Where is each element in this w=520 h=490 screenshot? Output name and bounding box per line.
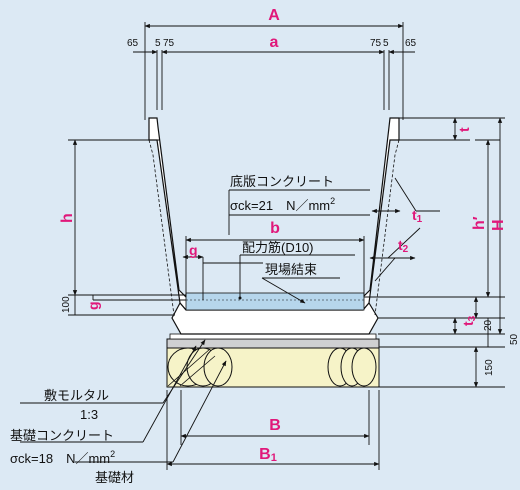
dim-65-right: 65 bbox=[405, 38, 417, 49]
label-base-sigma: σck=18 N／mm2 bbox=[10, 449, 115, 466]
u-channel-body bbox=[148, 117, 400, 311]
base-material-layer bbox=[166, 346, 380, 388]
dim-g-bottom: g bbox=[85, 301, 101, 310]
dim-150: 150 bbox=[484, 359, 495, 376]
right-dimension-lines bbox=[364, 117, 505, 388]
mortar-layer bbox=[169, 333, 377, 340]
dim-100: 100 bbox=[61, 296, 72, 313]
dim-B: B bbox=[269, 417, 281, 434]
base-concrete-layer bbox=[166, 338, 380, 349]
dim-75-right: 75 bbox=[370, 38, 382, 49]
slab-callout-lines bbox=[228, 189, 370, 304]
lower-callout-lines bbox=[20, 339, 380, 470]
label-base-material: 基礎材 bbox=[95, 470, 134, 485]
dim-t1: t1 bbox=[412, 207, 423, 225]
label-base-concrete: 基礎コンクリート bbox=[10, 428, 114, 443]
dim-A: A bbox=[268, 7, 280, 24]
label-rebar: 配力筋(D10) bbox=[242, 240, 314, 255]
dim-t: t bbox=[456, 127, 472, 132]
slab-concrete-fill bbox=[185, 292, 365, 311]
dim-b: b bbox=[270, 220, 280, 237]
dim-20: 20 bbox=[483, 319, 494, 331]
dim-5-right: 5 bbox=[383, 38, 389, 49]
top-dimension-lines bbox=[133, 22, 415, 120]
label-site-binding: 現場結束 bbox=[265, 262, 317, 277]
dim-H: H bbox=[490, 219, 507, 231]
dim-a: a bbox=[270, 34, 279, 51]
dim-5-left: 5 bbox=[155, 38, 161, 49]
label-ratio: 1:3 bbox=[80, 407, 98, 422]
dim-65-left: 65 bbox=[127, 38, 139, 49]
dim-t2: t2 bbox=[398, 237, 409, 255]
dim-50: 50 bbox=[509, 333, 520, 345]
dim-75-left: 75 bbox=[163, 38, 175, 49]
dim-h: h bbox=[59, 213, 76, 223]
dim-t3: t3 bbox=[460, 315, 478, 326]
label-slab-sigma: σck=21 N／mm2 bbox=[230, 196, 335, 213]
dim-B1: B1 bbox=[259, 446, 277, 464]
dim-h-prime: h′ bbox=[471, 216, 488, 230]
dim-g-top: g bbox=[189, 242, 198, 258]
label-slab-concrete: 底版コンクリート bbox=[230, 174, 334, 189]
left-dimension-lines bbox=[68, 139, 365, 316]
label-mortar: 敷モルタル bbox=[44, 388, 109, 403]
